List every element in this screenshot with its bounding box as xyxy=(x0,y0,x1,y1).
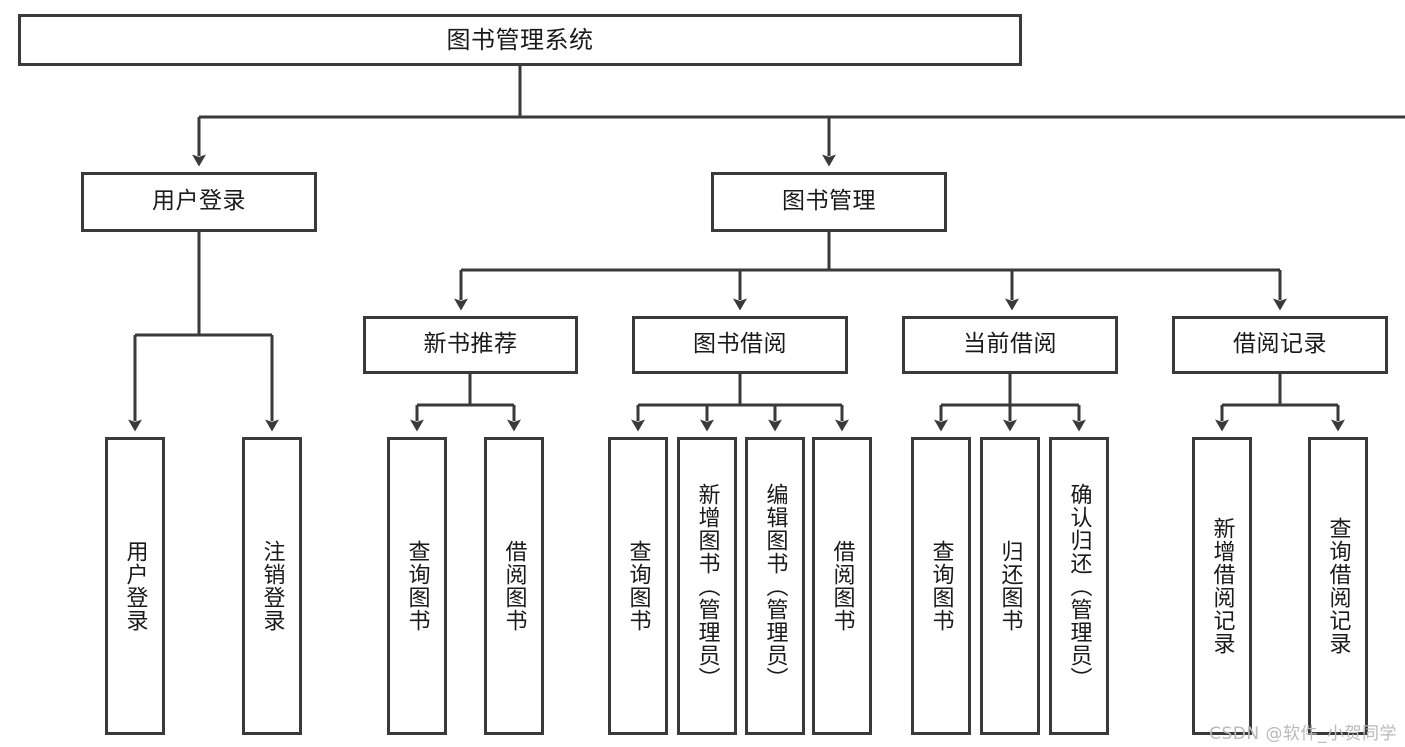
node-label: 用户登录 xyxy=(122,540,148,632)
node-label: 编辑图书（管理员） xyxy=(762,482,788,690)
leaf-borrow-add-book-admin[interactable]: 新增图书（管理员） xyxy=(677,437,737,735)
node-label: 图书管理 xyxy=(782,188,876,215)
node-label: 用户登录 xyxy=(152,188,246,215)
leaf-new-book-borrow[interactable]: 借阅图书 xyxy=(484,437,544,735)
node-root-system[interactable]: 图书管理系统 xyxy=(18,14,1022,66)
leaf-borrow-query-book[interactable]: 查询图书 xyxy=(608,437,668,735)
node-label: 新增图书（管理员） xyxy=(694,482,720,690)
leaf-new-book-query[interactable]: 查询图书 xyxy=(387,437,447,735)
node-label: 借阅图书 xyxy=(501,540,527,632)
node-book-borrow[interactable]: 图书借阅 xyxy=(632,316,848,374)
leaf-current-return-book[interactable]: 归还图书 xyxy=(980,437,1040,735)
node-user-login[interactable]: 用户登录 xyxy=(81,172,317,232)
leaf-records-query-record[interactable]: 查询借阅记录 xyxy=(1308,437,1368,735)
node-label: 查询图书 xyxy=(625,540,651,632)
node-label: 图书管理系统 xyxy=(446,25,594,54)
node-label: 确认归还（管理员） xyxy=(1066,482,1092,690)
node-label: 新书推荐 xyxy=(423,331,518,358)
leaf-user-login-login[interactable]: 用户登录 xyxy=(105,437,165,735)
leaf-user-login-logout[interactable]: 注销登录 xyxy=(242,437,302,735)
node-label: 新增借阅记录 xyxy=(1209,517,1235,655)
node-new-book-recommend[interactable]: 新书推荐 xyxy=(363,316,578,374)
node-label: 查询借阅记录 xyxy=(1325,517,1351,655)
leaf-current-query-book[interactable]: 查询图书 xyxy=(911,437,971,735)
leaf-current-confirm-return-admin[interactable]: 确认归还（管理员） xyxy=(1049,437,1109,735)
node-label: 借阅图书 xyxy=(829,540,855,632)
watermark-text: CSDN @软件_小贺同学 xyxy=(1209,724,1397,744)
node-label: 归还图书 xyxy=(997,540,1023,632)
node-label: 查询图书 xyxy=(404,540,430,632)
node-current-borrow[interactable]: 当前借阅 xyxy=(902,316,1118,374)
node-borrow-records[interactable]: 借阅记录 xyxy=(1172,316,1388,374)
node-book-management[interactable]: 图书管理 xyxy=(711,172,947,232)
leaf-borrow-edit-book-admin[interactable]: 编辑图书（管理员） xyxy=(745,437,805,735)
node-label: 借阅记录 xyxy=(1233,331,1327,358)
node-label: 当前借阅 xyxy=(963,331,1057,358)
leaf-records-add-record[interactable]: 新增借阅记录 xyxy=(1192,437,1252,735)
node-label: 图书借阅 xyxy=(693,331,787,358)
node-label: 查询图书 xyxy=(928,540,954,632)
leaf-borrow-borrow-book[interactable]: 借阅图书 xyxy=(812,437,872,735)
node-label: 注销登录 xyxy=(259,540,285,632)
